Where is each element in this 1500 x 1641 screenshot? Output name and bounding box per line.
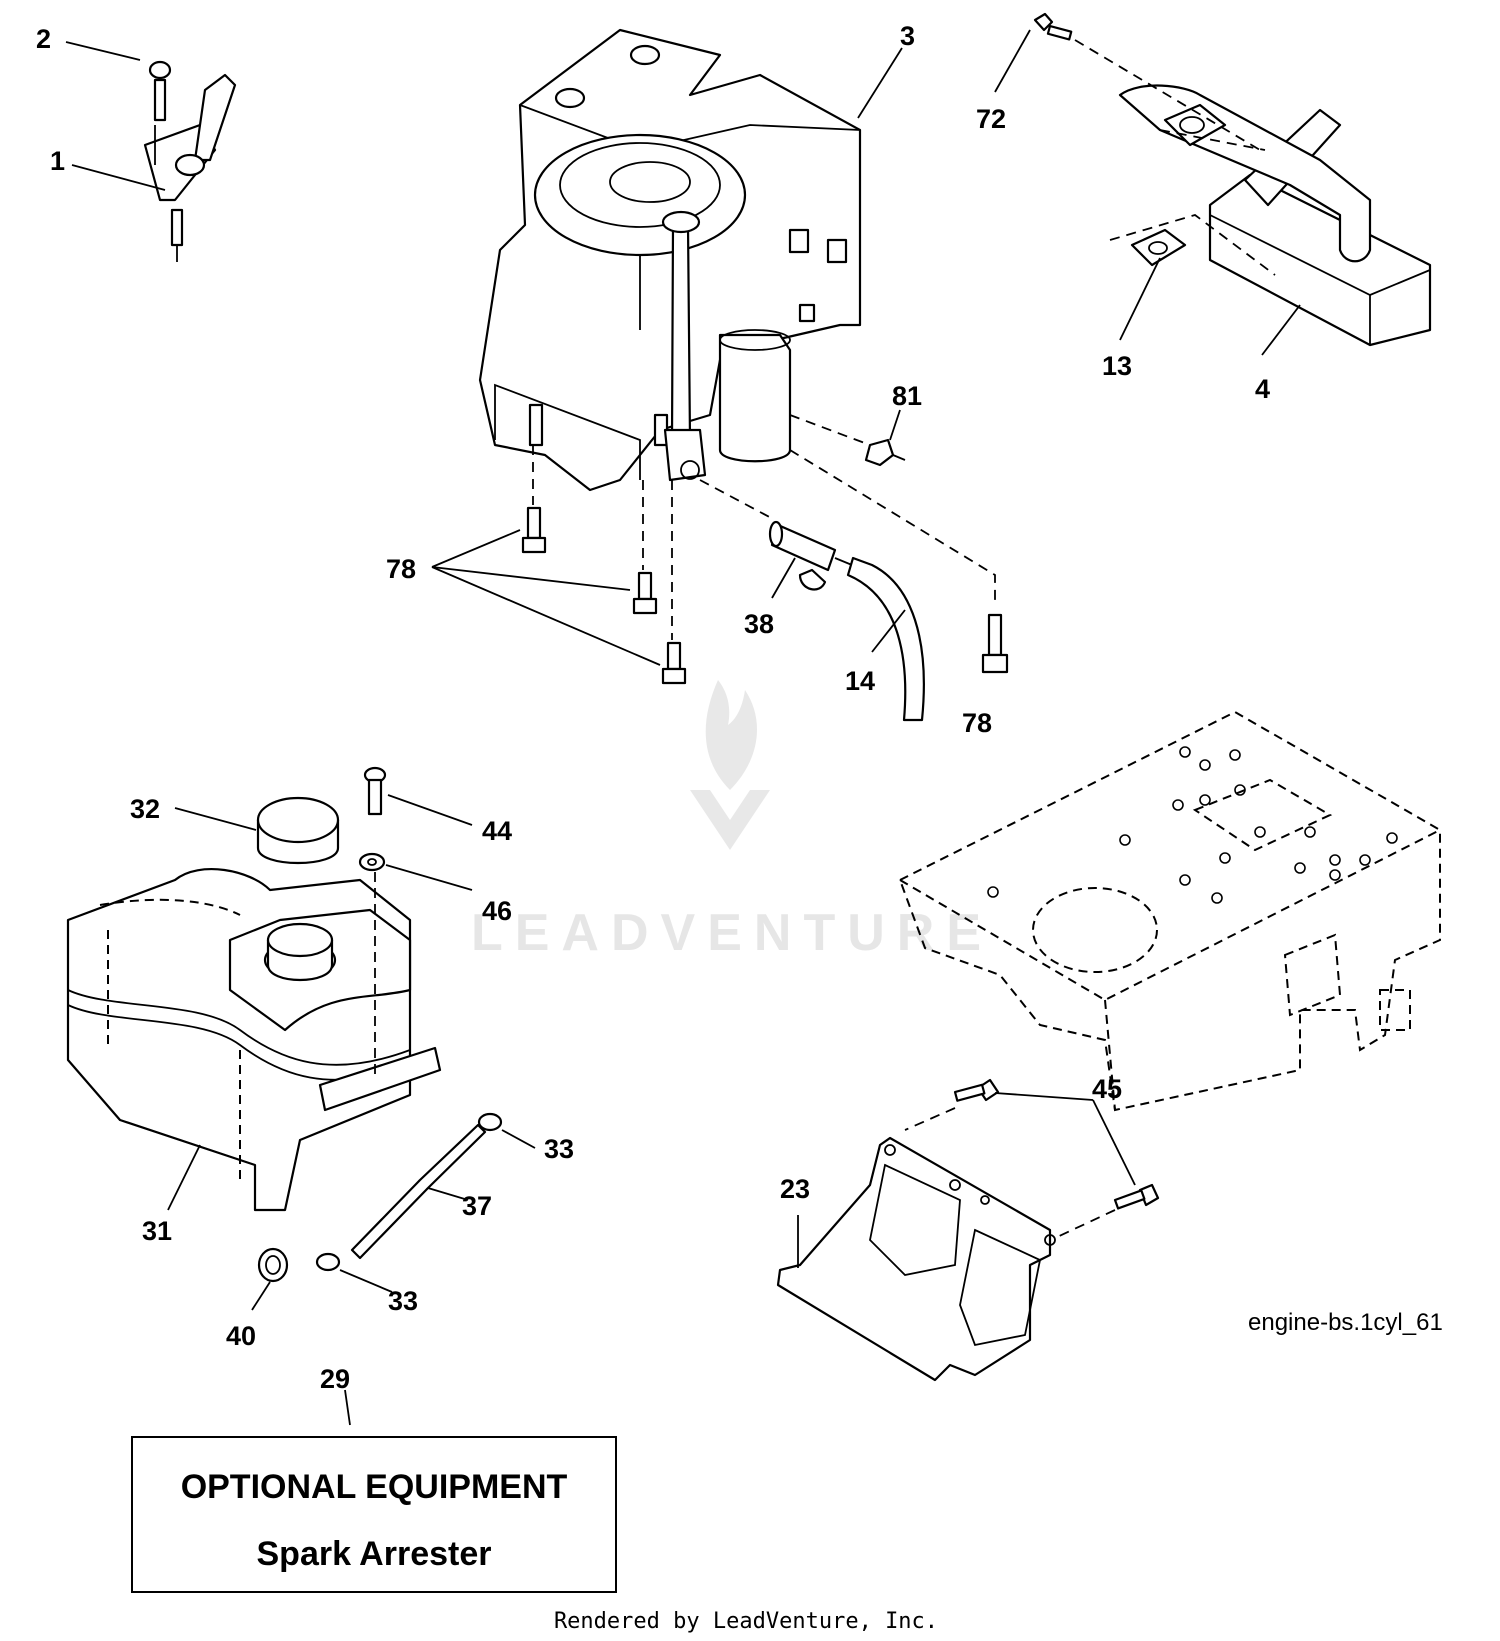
callout-78: 78 [962,708,992,738]
optional-equipment-box: OPTIONAL EQUIPMENT Spark Arrester [131,1436,617,1593]
engine-part [478,28,862,492]
screw-part [363,766,387,816]
throttle-control-part [143,60,237,262]
callout-23: 23 [780,1174,810,1204]
callout-46: 46 [482,896,512,926]
muffler-part [1118,84,1432,347]
frame-phantom [898,710,1441,1112]
spark-arrester-label: Spark Arrester [257,1535,492,1573]
callout-31: 31 [142,1216,172,1246]
engine-bolt-part [521,506,547,554]
hose-clamp-part [477,1112,503,1132]
fuel-tank-part [66,868,442,1212]
fuel-line-part [350,1123,487,1260]
watermark-text: LEADVENTURE [471,904,993,962]
callout-78: 78 [386,554,416,584]
gasket-part [1130,228,1187,267]
callout-33: 33 [544,1134,574,1164]
callout-13: 13 [1102,351,1132,381]
callout-29: 29 [320,1364,350,1394]
exhaust-bolt-part [1033,12,1073,41]
callout-37: 37 [462,1191,492,1221]
grommet-part [257,1247,289,1283]
plate-bolt-part [953,1078,1000,1102]
engine-bolt-part [981,613,1009,674]
engine-plate-part [776,1136,1056,1382]
callout-1: 1 [50,146,65,176]
fuel-filter-part [768,520,853,591]
fuel-hose-part [846,556,925,722]
diagram-reference: engine-bs.1cyl_61 [1248,1309,1443,1336]
callout-45: 45 [1092,1074,1122,1104]
hose-clamp-part [315,1252,341,1272]
leader-lines [65,29,1301,1426]
footer-credit: Rendered by LeadVenture, Inc. [554,1609,938,1634]
callout-81: 81 [892,381,922,411]
callout-33: 33 [388,1286,418,1316]
callout-3: 3 [900,21,915,51]
optional-equipment-title: OPTIONAL EQUIPMENT [181,1468,568,1506]
engine-bolt-part [632,571,658,615]
washer-part [358,852,386,872]
nut-part [864,438,906,467]
callout-32: 32 [130,794,160,824]
plate-bolt-part [1113,1183,1160,1210]
callout-38: 38 [744,609,774,639]
callout-72: 72 [976,104,1006,134]
callout-4: 4 [1255,374,1270,404]
engine-bolt-part [661,641,687,685]
callout-40: 40 [226,1321,256,1351]
watermark: LEADVENTURE [471,680,993,962]
callout-14: 14 [845,666,875,696]
callout-44: 44 [482,816,512,846]
fuel-cap-part [256,796,340,864]
callout-2: 2 [36,24,51,54]
